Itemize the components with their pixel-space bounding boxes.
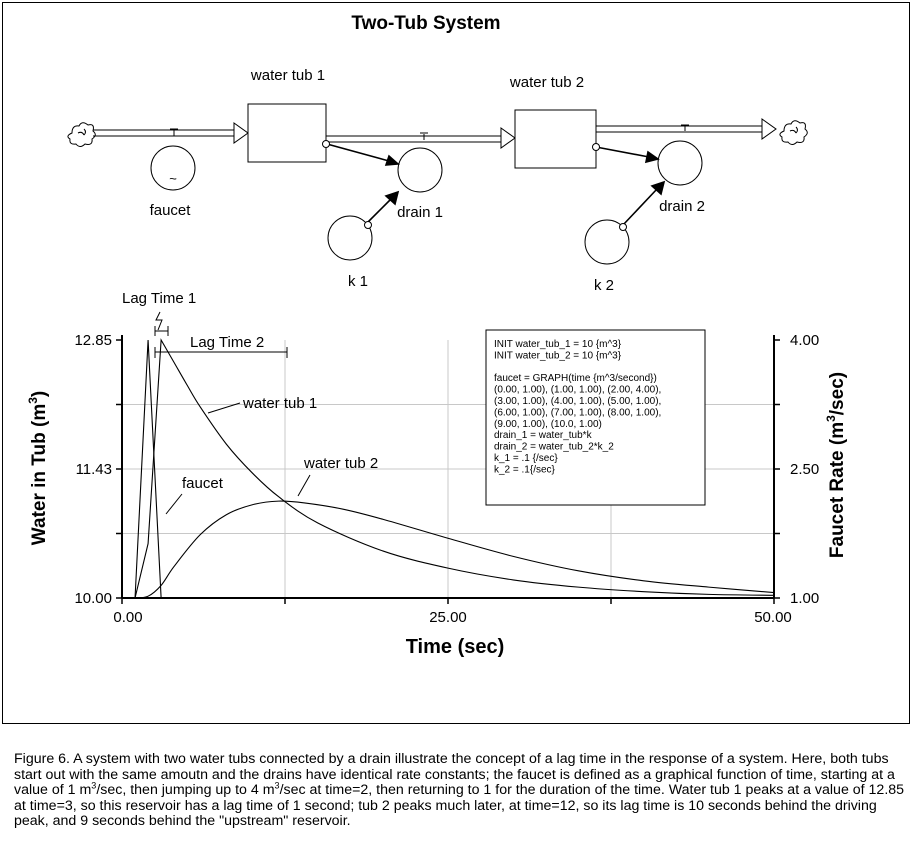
y-left-tick-label: 11.43: [76, 461, 112, 478]
equation-line: faucet = GRAPH(time {m^3/second}): [494, 373, 657, 384]
equation-line: drain_1 = water_tub*k: [494, 430, 593, 441]
y-left-tick-label: 10.00: [74, 590, 112, 607]
y-left-axis-title: Water in Tub (m3): [26, 391, 50, 545]
x-tick-label: 0.00: [113, 609, 142, 626]
y-right-tick-label: 1.00: [790, 590, 819, 607]
chart-tick-labels: 0.00 25.00 50.00 10.00 11.43 12.85 1.00 2.50 4.0…: [74, 332, 819, 626]
x-tick-label: 25.00: [429, 609, 467, 626]
figure-canvas: Two-Tub System: [26, 13, 848, 658]
equation-lines: INIT water_tub_1 = 10 {m^3}INIT water_tu…: [494, 339, 661, 475]
y-right-axis-title-sup: 3: [824, 415, 838, 422]
series-label-tub2: water tub 2: [303, 455, 378, 472]
x-axis-title: Time (sec): [406, 636, 505, 658]
series-line-faucet: [122, 339, 774, 599]
equation-box: [485, 329, 706, 506]
k2-converter: [584, 219, 630, 265]
drain2-label: drain 2: [659, 198, 705, 215]
equation-line: (9.00, 1.00), (10.0, 1.00): [494, 419, 602, 430]
equation-line: k_1 = .1 {/sec}: [494, 453, 558, 464]
drain1-converter: [397, 147, 443, 193]
series-label-faucet: faucet: [182, 475, 224, 492]
chart-series: [121, 338, 775, 599]
k1-label: k 1: [348, 273, 368, 290]
drain1-label: drain 1: [397, 204, 443, 221]
stock-flow-diagram: water tub 1 water tub 2 ~ faucet drain 1…: [67, 67, 808, 294]
y-right-tick-label: 4.00: [790, 332, 819, 349]
equation-line: (0.00, 1.00), (1.00, 1.00), (2.00, 4.00)…: [494, 385, 661, 396]
k2-label: k 2: [594, 277, 614, 294]
equation-line: drain_2 = water_tub_2*k_2: [494, 442, 614, 453]
caption-part-3: /sec at time=2, then returning to 1 for …: [14, 782, 905, 830]
equation-line: INIT water_tub_2 = 10 {m^3}: [494, 350, 622, 361]
caption-part-2: /sec, then jumping up to 4 m: [96, 782, 275, 799]
faucet-converter: [150, 145, 196, 191]
y-left-axis-title-end: ): [29, 391, 50, 397]
stock-water-tub-1: [247, 103, 327, 163]
series-line-water-tub-2: [121, 500, 775, 599]
lag-time-2-label: Lag Time 2: [190, 334, 264, 351]
figure-frame: [2, 2, 910, 724]
lag-time-1-label: Lag Time 1: [122, 290, 196, 307]
connector-arrows: [326, 143, 666, 226]
drain2-converter: [657, 140, 703, 186]
equation-line: (6.00, 1.00), (7.00, 1.00), (8.00, 1.00)…: [494, 407, 661, 418]
drain2-flow-pipe: [596, 118, 777, 140]
caption-sup-2: 3: [274, 780, 280, 791]
stock1-label: water tub 1: [250, 67, 325, 84]
faucet-label: faucet: [150, 202, 192, 219]
y-right-axis-title: Faucet Rate (m3/sec): [824, 372, 848, 558]
caption-part-1: Figure 6. A system with two water tubs c…: [14, 751, 895, 799]
faucet-flow-pipe: [93, 122, 249, 144]
y-left-tick-label: 12.85: [74, 332, 112, 349]
y-left-axis-title-text: Water in Tub (m: [29, 404, 50, 545]
y-right-axis-title-text: Faucet Rate (m: [827, 422, 848, 558]
cloud-sink-icon: [779, 120, 808, 145]
figure-caption: Figure 6. A system with two water tubs c…: [14, 751, 914, 830]
equation-line: (3.00, 1.00), (4.00, 1.00), (5.00, 1.00)…: [494, 396, 661, 407]
series-label-tub1: water tub 1: [242, 395, 317, 412]
lag-annotations: [154, 311, 311, 515]
k1-converter: [327, 215, 373, 261]
y-right-tick-label: 2.50: [790, 461, 819, 478]
connector-origins: [322, 140, 627, 231]
caption-sup-1: 3: [91, 780, 97, 791]
time-series-chart: 0.00 25.00 50.00 10.00 11.43 12.85 1.00 2.50 4.0…: [26, 290, 848, 658]
figure-title: Two-Tub System: [351, 13, 500, 34]
equation-line: k_2 = .1{/sec}: [494, 464, 556, 475]
x-tick-label: 50.00: [754, 609, 792, 626]
equation-line: INIT water_tub_1 = 10 {m^3}: [494, 339, 622, 350]
cloud-source-icon: [67, 122, 96, 147]
faucet-graph-symbol: ~: [169, 171, 177, 186]
y-right-axis-title-end: /sec): [827, 372, 848, 415]
stock2-label: water tub 2: [509, 74, 584, 91]
series-line-water-tub-1: [122, 338, 775, 599]
stock-water-tub-2: [514, 109, 597, 169]
y-left-axis-title-sup: 3: [26, 397, 40, 404]
drain1-flow-pipe: [326, 127, 516, 149]
